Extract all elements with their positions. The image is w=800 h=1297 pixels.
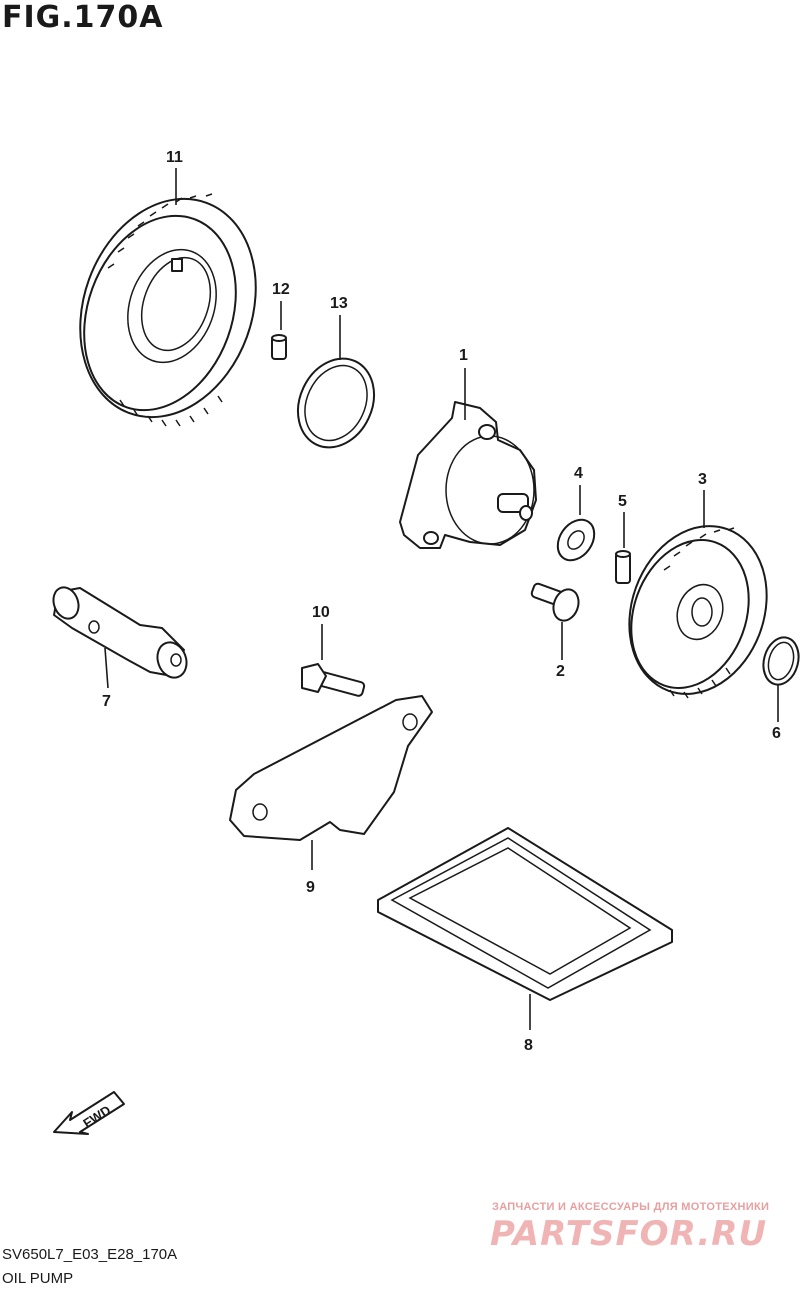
part-2-screw[interactable]: 2 [530, 582, 583, 680]
callout-5: 5 [618, 493, 627, 510]
callout-9: 9 [306, 879, 315, 896]
watermark-logo: PARTSFOR.RU [490, 1214, 768, 1254]
gear-teeth [107, 193, 223, 427]
part-11-gear[interactable]: 11 [51, 149, 285, 442]
callout-12: 12 [272, 281, 290, 298]
callout-11: 11 [166, 149, 183, 166]
callout-8: 8 [524, 1037, 533, 1054]
callout-1: 1 [459, 347, 468, 364]
model-code: SV650L7_E03_E28_170A [2, 1246, 178, 1263]
callout-6: 6 [772, 725, 781, 742]
fwd-arrow-icon: FWD [53, 1091, 125, 1135]
callout-13: 13 [330, 295, 348, 312]
watermark-tagline: ЗАПЧАСТИ И АКСЕССУАРЫ ДЛЯ МОТОТЕХНИКИ [492, 1201, 770, 1213]
part-3-gear[interactable]: 3 [607, 471, 790, 713]
part-9-bracket[interactable]: 9 [229, 695, 433, 896]
callout-3: 3 [698, 471, 707, 488]
part-4-washer[interactable]: 4 [550, 465, 601, 567]
callout-4: 4 [574, 465, 583, 482]
part-1-oil-pump[interactable]: 1 [399, 347, 537, 549]
part-13-circlip[interactable]: 13 [284, 295, 388, 460]
figure-title: FIG.170A [2, 0, 164, 35]
callout-2: 2 [556, 663, 565, 680]
part-10-bolt[interactable]: 10 [301, 604, 366, 697]
part-5-pin[interactable]: 5 [615, 493, 631, 584]
part-7-relief-valve[interactable]: 7 [49, 584, 191, 710]
diagram-name: OIL PUMP [2, 1270, 74, 1287]
callout-10: 10 [312, 604, 330, 621]
callout-7: 7 [102, 693, 111, 710]
part-12-pin[interactable]: 12 [271, 281, 290, 360]
gear-teeth [663, 527, 735, 699]
part-6-circlip[interactable]: 6 [758, 633, 800, 742]
part-8-strainer[interactable]: 8 [377, 827, 673, 1054]
